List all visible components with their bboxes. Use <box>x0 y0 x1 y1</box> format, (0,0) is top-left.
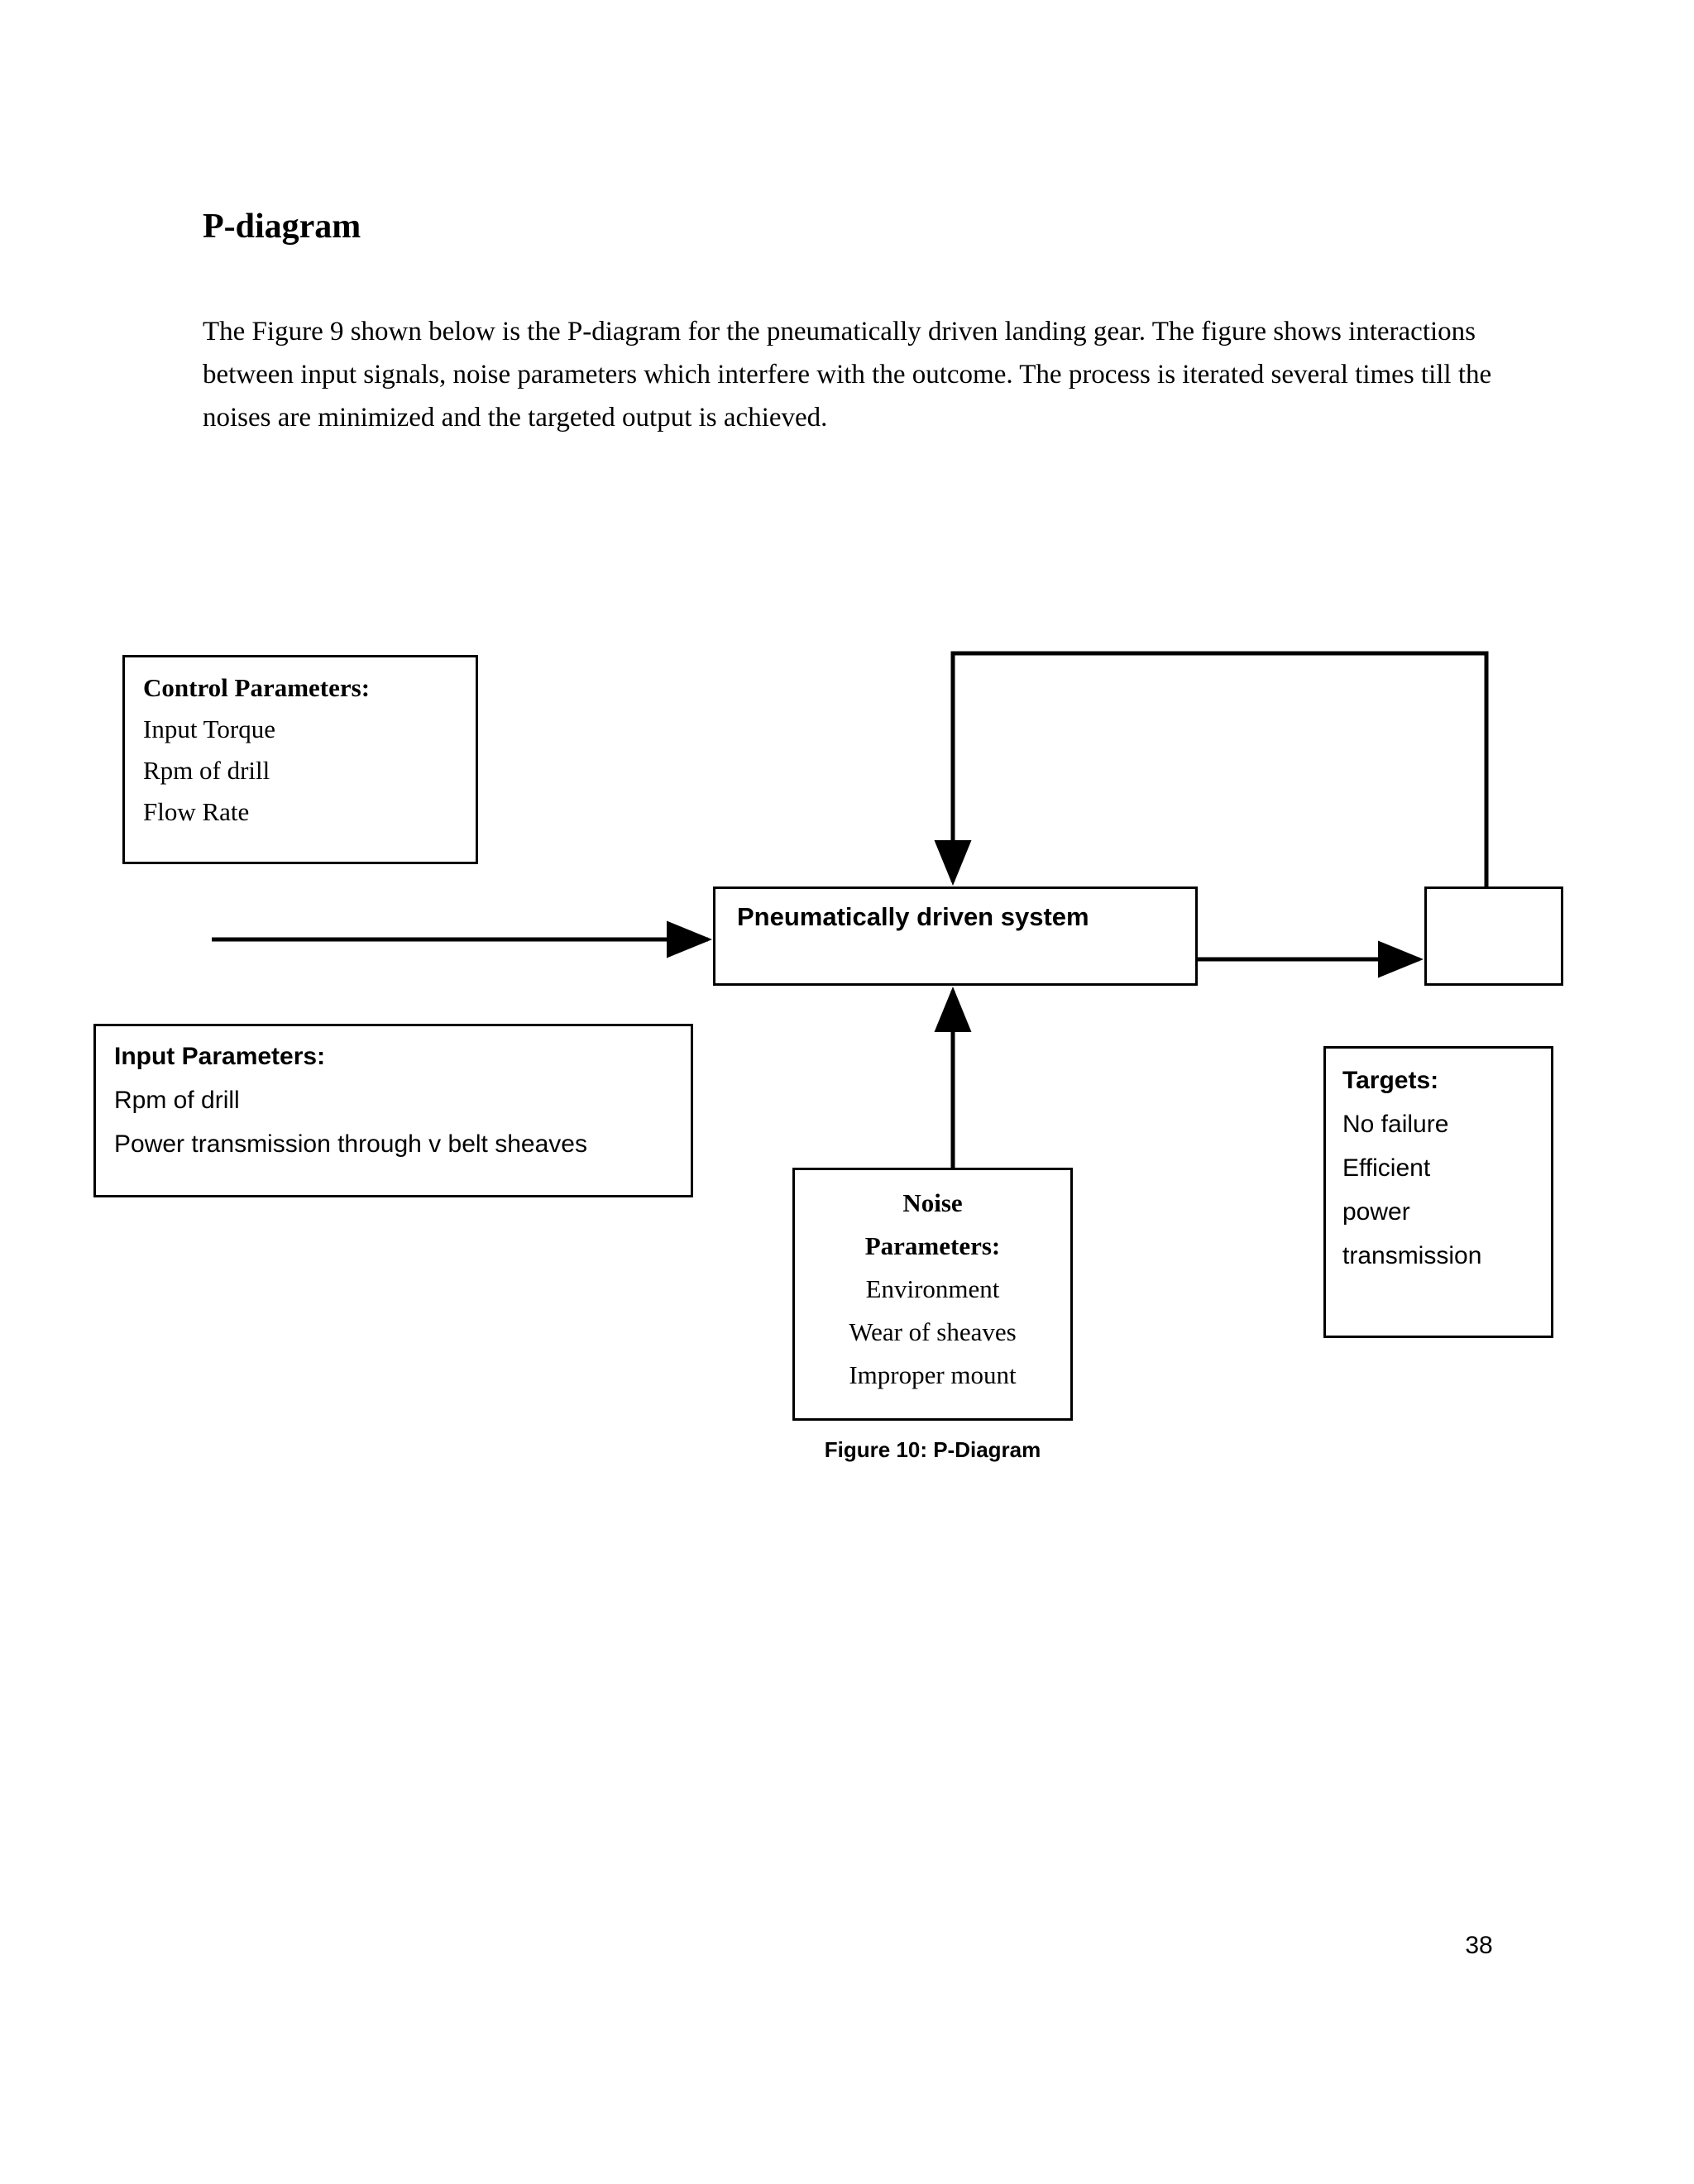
noise-parameters-item-3: Improper mount <box>849 1360 1017 1389</box>
noise-parameters-title-line-2: Parameters: <box>864 1231 1001 1260</box>
feedback-loop-path <box>934 651 1489 887</box>
targets-box: Targets: No failure Efficient power tran… <box>1323 1046 1553 1338</box>
noise-parameters-item-2: Wear of sheaves <box>849 1317 1017 1346</box>
page-title: P-diagram <box>203 208 361 246</box>
control-parameters-item-1: Input Torque <box>143 714 275 743</box>
input-parameters-item-2: Power transmission through v belt sheave… <box>114 1130 587 1158</box>
targets-item-1: No failure <box>1342 1111 1449 1138</box>
input-parameters-item-1: Rpm of drill <box>114 1087 240 1114</box>
control-parameters-item-2: Rpm of drill <box>143 756 270 785</box>
body-paragraph: The Figure 9 shown below is the P-diagra… <box>203 317 1492 432</box>
control-parameters-item-3: Flow Rate <box>143 797 250 826</box>
output-box <box>1424 887 1563 986</box>
targets-title: Targets: <box>1342 1067 1439 1094</box>
targets-item-4: transmission <box>1342 1242 1482 1269</box>
control-parameters-box: Control Parameters: Input Torque Rpm of … <box>122 655 478 864</box>
noise-parameters-item-1: Environment <box>865 1274 1000 1303</box>
page-number: 38 <box>1465 1932 1493 1959</box>
figure-caption: Figure 10: P-Diagram <box>824 1437 1041 1462</box>
input-parameters-box: Input Parameters: Rpm of drill Power tra… <box>93 1024 693 1197</box>
control-parameters-title: Control Parameters: <box>143 673 371 702</box>
input-parameters-title: Input Parameters: <box>114 1043 326 1070</box>
pneumatic-system-box: Pneumatically driven system <box>713 887 1198 986</box>
pneumatic-system-label: Pneumatically driven system <box>737 902 1089 931</box>
targets-item-2: Efficient <box>1342 1154 1431 1182</box>
targets-item-3: power <box>1342 1198 1410 1226</box>
noise-parameters-box: Noise Parameters: Environment Wear of sh… <box>792 1168 1073 1421</box>
noise-parameters-title-line-1: Noise <box>902 1188 963 1217</box>
